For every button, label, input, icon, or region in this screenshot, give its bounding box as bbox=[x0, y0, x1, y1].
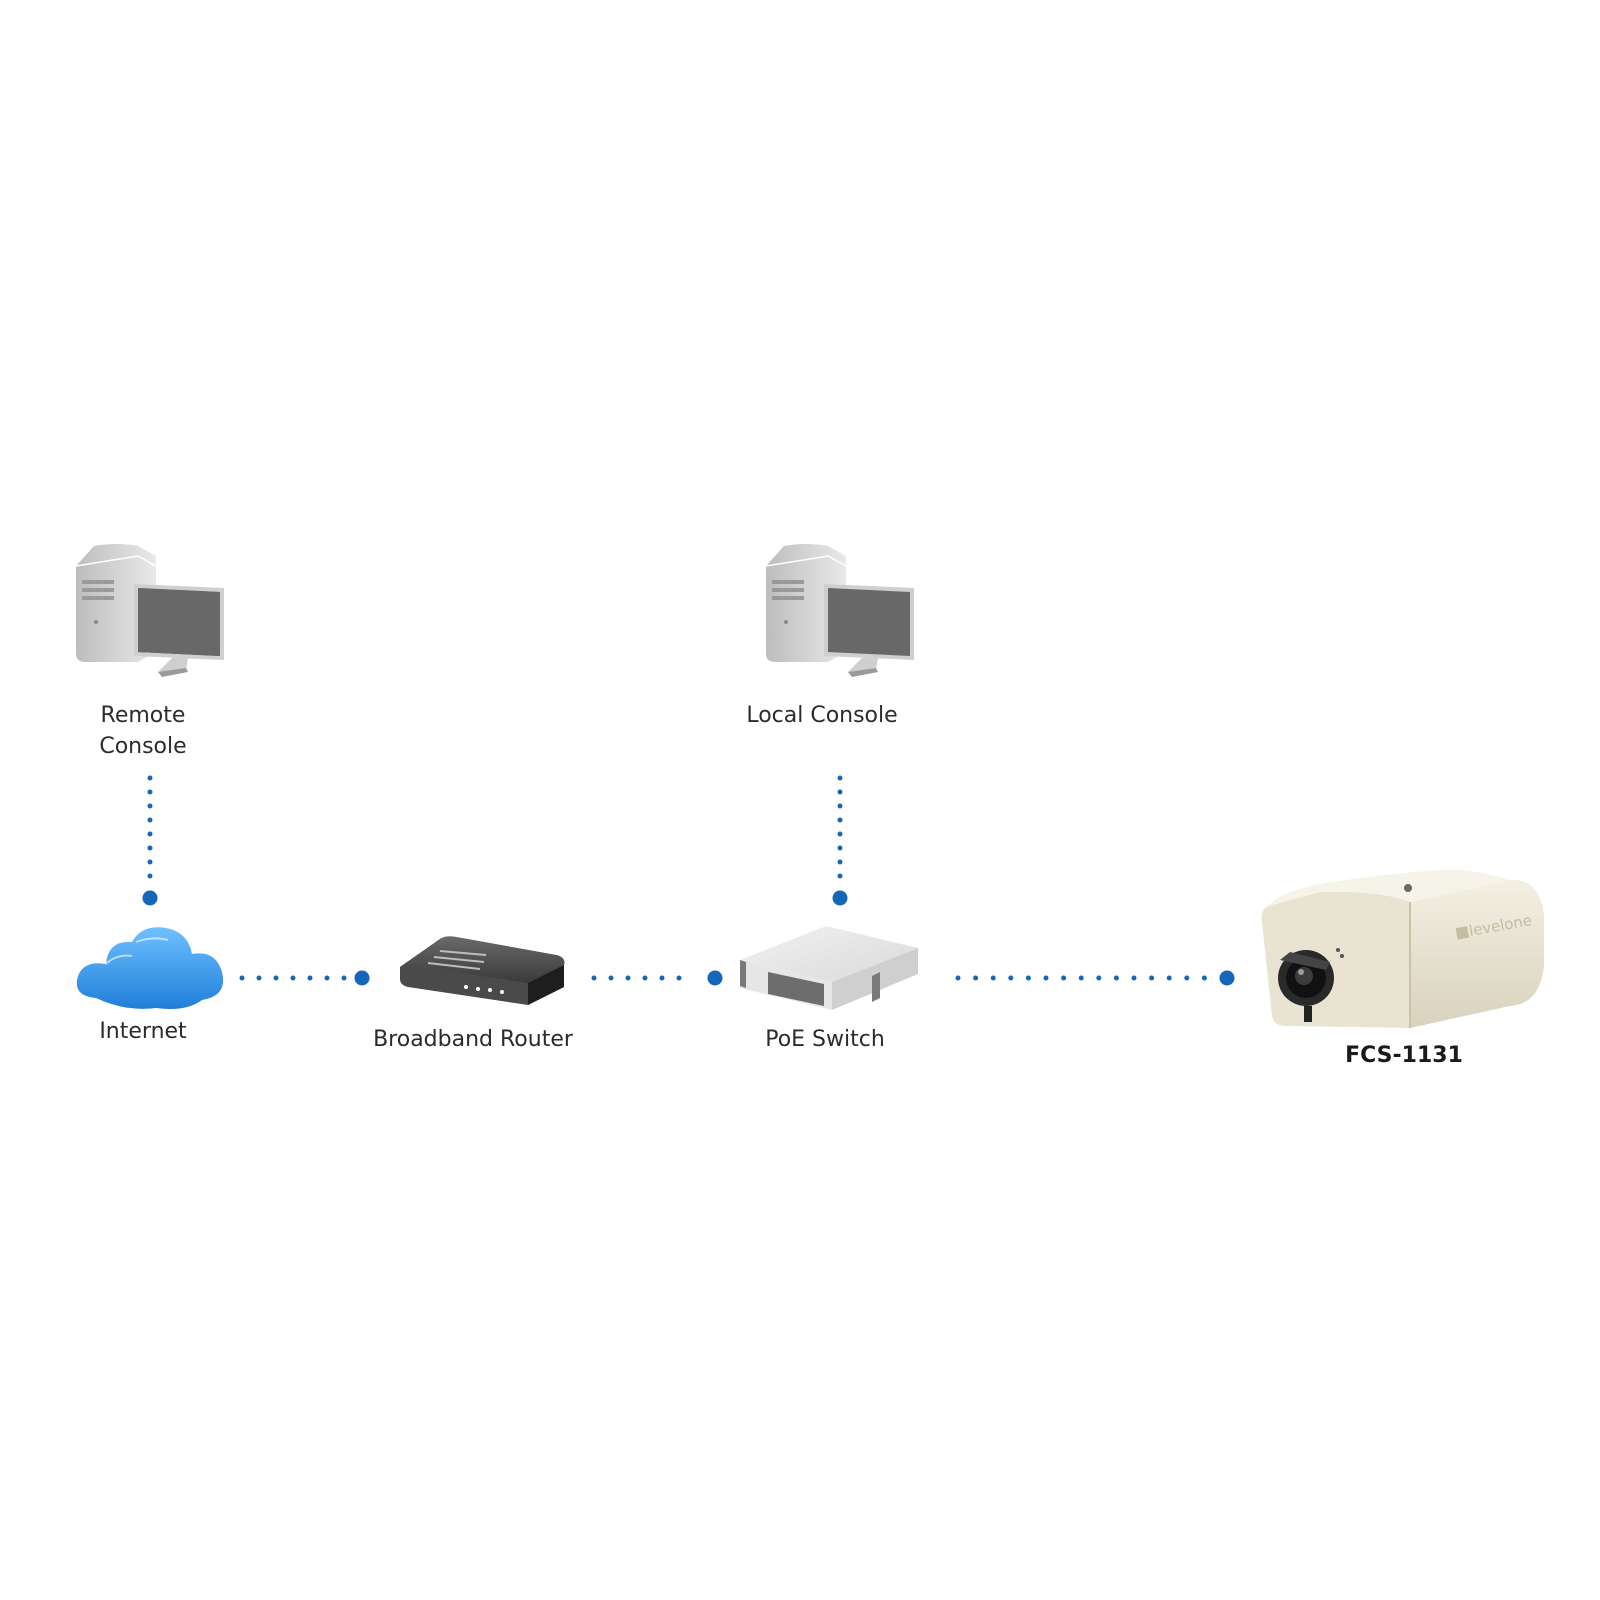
connection-links bbox=[142, 775, 1235, 986]
link-router-switch bbox=[591, 970, 723, 986]
switch-icon bbox=[740, 926, 918, 1010]
ip-camera-icon: ■ levelone bbox=[1261, 869, 1544, 1028]
remote-console-label: Remote Console bbox=[99, 700, 186, 762]
router-icon bbox=[400, 936, 565, 1005]
desktop-computer-icon bbox=[765, 544, 914, 677]
cloud-icon bbox=[76, 927, 224, 1009]
link-internet-router bbox=[239, 970, 370, 986]
remote-console-label-line2: Console bbox=[99, 734, 187, 759]
link-switch-camera bbox=[955, 970, 1235, 986]
camera-logo: ■ bbox=[1454, 922, 1471, 942]
remote-console-label-line1: Remote bbox=[100, 703, 186, 728]
internet-label: Internet bbox=[99, 1019, 187, 1044]
router-label: Broadband Router bbox=[373, 1027, 573, 1052]
switch-label: PoE Switch bbox=[765, 1027, 885, 1052]
local-console-label: Local Console bbox=[746, 703, 898, 728]
desktop-computer-icon bbox=[75, 544, 224, 677]
link-remote-console-internet bbox=[142, 775, 158, 906]
camera-label: FCS-1131 bbox=[1345, 1043, 1463, 1068]
link-local-console-switch bbox=[832, 775, 848, 906]
